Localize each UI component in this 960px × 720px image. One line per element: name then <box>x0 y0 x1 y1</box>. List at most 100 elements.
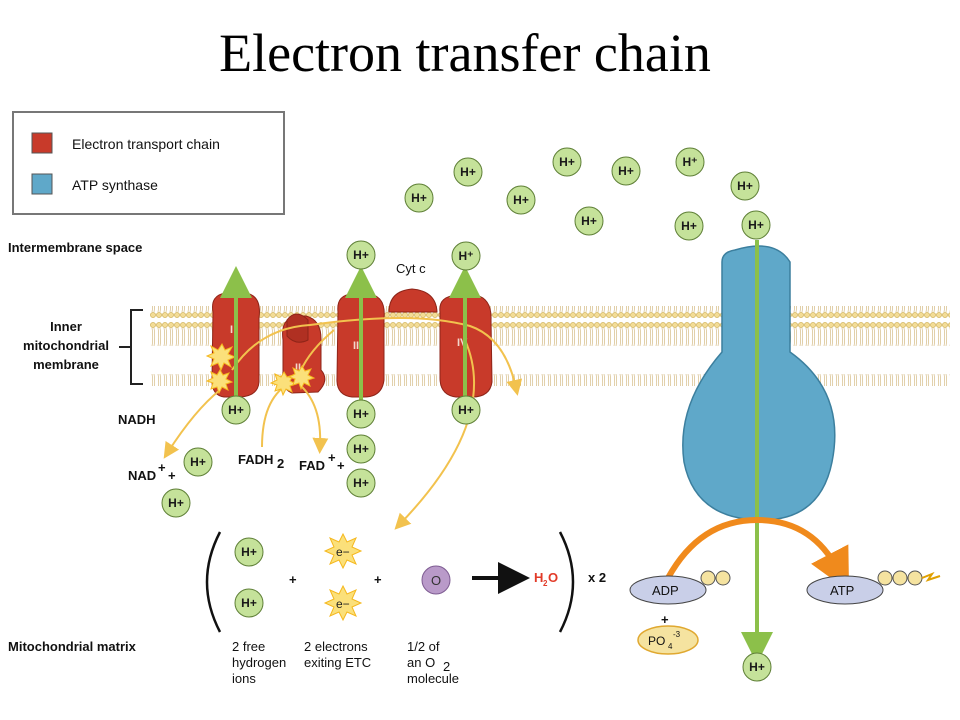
proton-ion: H⁺ <box>451 241 481 271</box>
svg-text:H+: H+ <box>353 248 369 262</box>
phosphate: PO 4 -3 <box>637 625 699 655</box>
proton-ion: H⁺ <box>675 147 705 177</box>
svg-text:H+: H+ <box>411 191 427 205</box>
svg-text:I: I <box>230 324 233 336</box>
svg-text:+: + <box>328 450 336 465</box>
legend-synthase-label: ATP synthase <box>72 177 158 193</box>
svg-text:O: O <box>548 570 558 585</box>
svg-text:H+: H+ <box>681 219 697 233</box>
svg-text:H⁺: H⁺ <box>459 249 474 263</box>
svg-text:IV: IV <box>457 337 468 349</box>
proton-ion: H+ <box>346 468 376 498</box>
cytochrome-c: Cyt c <box>388 261 438 313</box>
page-title: Electron transfer chain <box>219 23 711 83</box>
water-reaction: + + e− e− O H 2 O x 2 <box>205 531 606 633</box>
svg-text:2 free: 2 free <box>232 639 265 654</box>
svg-text:membrane: membrane <box>33 357 99 372</box>
svg-text:2: 2 <box>543 579 548 588</box>
svg-text:H+: H+ <box>749 660 765 674</box>
svg-text:H: H <box>534 570 543 585</box>
svg-text:O: O <box>431 573 441 588</box>
svg-text:H+: H+ <box>228 403 244 417</box>
legend-etc-swatch <box>31 132 53 154</box>
energy-bolt-icon <box>921 571 941 582</box>
svg-text:FADH: FADH <box>238 452 273 467</box>
fadh2-label: FADH 2 <box>238 452 284 471</box>
proton-ion: H+ <box>574 206 604 236</box>
proton-ion: H+ <box>234 588 264 618</box>
electron-1: e− <box>323 532 363 570</box>
proton-ion: H+ <box>552 147 582 177</box>
atp-synthesis-arrow <box>665 516 850 592</box>
proton-pump-arrows <box>220 266 481 400</box>
caption-electrons: 2 electrons exiting ETC <box>304 639 371 670</box>
inner-membrane-label: Inner mitochondrial membrane <box>23 309 143 385</box>
svg-text:2 electrons: 2 electrons <box>304 639 368 654</box>
svg-text:III: III <box>353 340 362 352</box>
svg-text:H+: H+ <box>737 179 753 193</box>
svg-text:H+: H+ <box>618 164 634 178</box>
svg-text:hydrogen: hydrogen <box>232 655 286 670</box>
proton-ion: H+ <box>611 156 641 186</box>
legend: Electron transport chain ATP synthase <box>12 111 285 215</box>
complex-ii: II <box>281 313 326 394</box>
svg-text:FAD: FAD <box>299 458 325 473</box>
svg-text:H+: H+ <box>353 442 369 456</box>
proton-ion: H+ <box>183 447 213 477</box>
left-bracket <box>205 531 222 633</box>
electron-flow <box>163 316 523 530</box>
svg-text:H+: H+ <box>190 455 206 469</box>
multiplier: x 2 <box>588 570 606 585</box>
svg-text:exiting ETC: exiting ETC <box>304 655 371 670</box>
plus-sign: + <box>289 572 297 587</box>
svg-text:H+: H+ <box>353 476 369 490</box>
intermembrane-label: Intermembrane space <box>8 240 142 255</box>
svg-text:H+: H+ <box>460 165 476 179</box>
nad-label: NAD + + <box>128 460 176 483</box>
svg-text:2: 2 <box>443 659 450 674</box>
caption-oxygen: 1/2 of an O 2 molecule <box>407 639 459 686</box>
legend-synthase-swatch <box>31 173 53 195</box>
electron-sparks <box>205 343 316 397</box>
proton-ion: H+ <box>674 211 704 241</box>
proton-ion: H+ <box>346 434 376 464</box>
svg-text:H+: H+ <box>241 596 257 610</box>
svg-text:NAD: NAD <box>128 468 156 483</box>
svg-text:-3: -3 <box>673 630 681 639</box>
oxygen-atom: O <box>421 565 451 595</box>
proton-ion: H+ <box>730 171 760 201</box>
svg-text:ions: ions <box>232 671 256 686</box>
proton-ion: H+ <box>453 157 483 187</box>
atp-molecule: ATP <box>806 570 941 605</box>
caption-protons: 2 free hydrogen ions <box>232 639 286 686</box>
fad-label: FAD + + <box>299 450 345 473</box>
svg-text:II: II <box>295 362 301 374</box>
svg-text:e−: e− <box>336 597 350 611</box>
matrix-label: Mitochondrial matrix <box>8 639 137 654</box>
legend-etc-label: Electron transport chain <box>72 136 220 152</box>
svg-text:4: 4 <box>668 642 673 651</box>
svg-text:H⁺: H⁺ <box>683 155 698 169</box>
svg-text:+: + <box>168 468 176 483</box>
svg-text:H+: H+ <box>241 545 257 559</box>
svg-text:+: + <box>158 460 166 475</box>
svg-text:molecule: molecule <box>407 671 459 686</box>
svg-text:PO: PO <box>648 634 665 648</box>
proton-ion: H+ <box>506 185 536 215</box>
water-product: H 2 O <box>534 570 558 588</box>
proton-ion: H+ <box>161 488 191 518</box>
svg-text:1/2 of: 1/2 of <box>407 639 440 654</box>
inner-membrane <box>150 306 950 386</box>
svg-text:Inner: Inner <box>50 319 82 334</box>
svg-text:an O: an O <box>407 655 435 670</box>
svg-text:H+: H+ <box>559 155 575 169</box>
svg-text:H+: H+ <box>353 407 369 421</box>
plus-phosphate: + <box>661 612 669 627</box>
svg-text:H+: H+ <box>581 214 597 228</box>
svg-text:H+: H+ <box>513 193 529 207</box>
svg-text:H+: H+ <box>168 496 184 510</box>
svg-text:H+: H+ <box>748 218 764 232</box>
plus-sign: + <box>374 572 382 587</box>
proton-ion: H+ <box>346 399 376 429</box>
